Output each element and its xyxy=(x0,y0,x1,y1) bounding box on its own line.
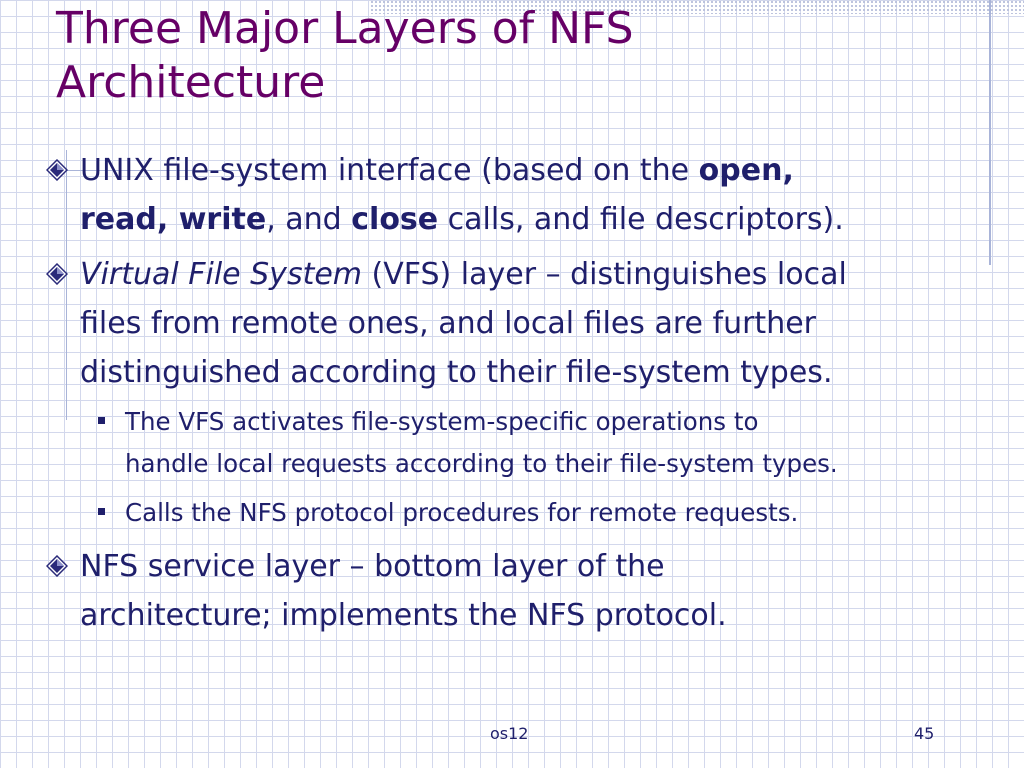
slide-title: Three Major Layers of NFS Architecture xyxy=(56,2,956,110)
bullet-unix-interface: UNIX file-system interface (based on the… xyxy=(46,146,1000,244)
text-run-bold: read, write xyxy=(80,202,267,237)
sub-bullet-nfs-procedures: Calls the NFS protocol procedures for re… xyxy=(98,492,1005,534)
decorative-top-band xyxy=(370,0,1024,14)
slide-title-line: Architecture xyxy=(56,57,326,108)
diamond-bullet-icon xyxy=(46,263,68,285)
bullet-line: architecture; implements the NFS protoco… xyxy=(80,598,727,633)
bullet-line: NFS service layer – bottom layer of the xyxy=(80,549,665,584)
decorative-vertical-line xyxy=(66,150,67,420)
bullet-line: distinguished according to their file-sy… xyxy=(80,355,833,390)
slide-title-line: Three Major Layers of NFS xyxy=(56,3,634,54)
square-bullet-icon xyxy=(98,417,105,424)
diamond-bullet-icon xyxy=(46,159,68,181)
text-run-bold: close xyxy=(351,202,439,237)
bullet-line: Calls the NFS protocol procedures for re… xyxy=(125,498,799,527)
text-run-italic: Virtual File System xyxy=(80,257,363,292)
text-run: (VFS) layer – distinguishes local xyxy=(362,257,847,292)
bullet-line: files from remote ones, and local files … xyxy=(80,306,816,341)
bullet-line: The VFS activates file-system-specific o… xyxy=(125,407,759,436)
text-run-bold: open, xyxy=(698,153,794,188)
page-number: 45 xyxy=(914,724,935,743)
bullet-nfs-service-layer: NFS service layer – bottom layer of the … xyxy=(46,542,1000,640)
bullet-line: handle local requests according to their… xyxy=(125,449,838,478)
square-bullet-icon xyxy=(98,508,105,515)
text-run: , and xyxy=(266,202,352,237)
bullet-line: Virtual File System (VFS) layer – distin… xyxy=(80,250,1000,299)
bullet-line: read, write, and close calls, and file d… xyxy=(80,195,1000,244)
sub-bullet-vfs-activates: The VFS activates file-system-specific o… xyxy=(98,401,1005,485)
footer-label: os12 xyxy=(490,724,529,743)
decorative-horizontal-line xyxy=(60,170,240,171)
bullet-vfs-layer: Virtual File System (VFS) layer – distin… xyxy=(46,250,1000,397)
diamond-bullet-icon xyxy=(46,555,68,577)
text-run: UNIX file-system interface (based on the xyxy=(80,153,699,188)
text-run: calls, and file descriptors). xyxy=(438,202,844,237)
bullet-line: UNIX file-system interface (based on the… xyxy=(80,146,1000,195)
decorative-vertical-line xyxy=(989,0,991,265)
